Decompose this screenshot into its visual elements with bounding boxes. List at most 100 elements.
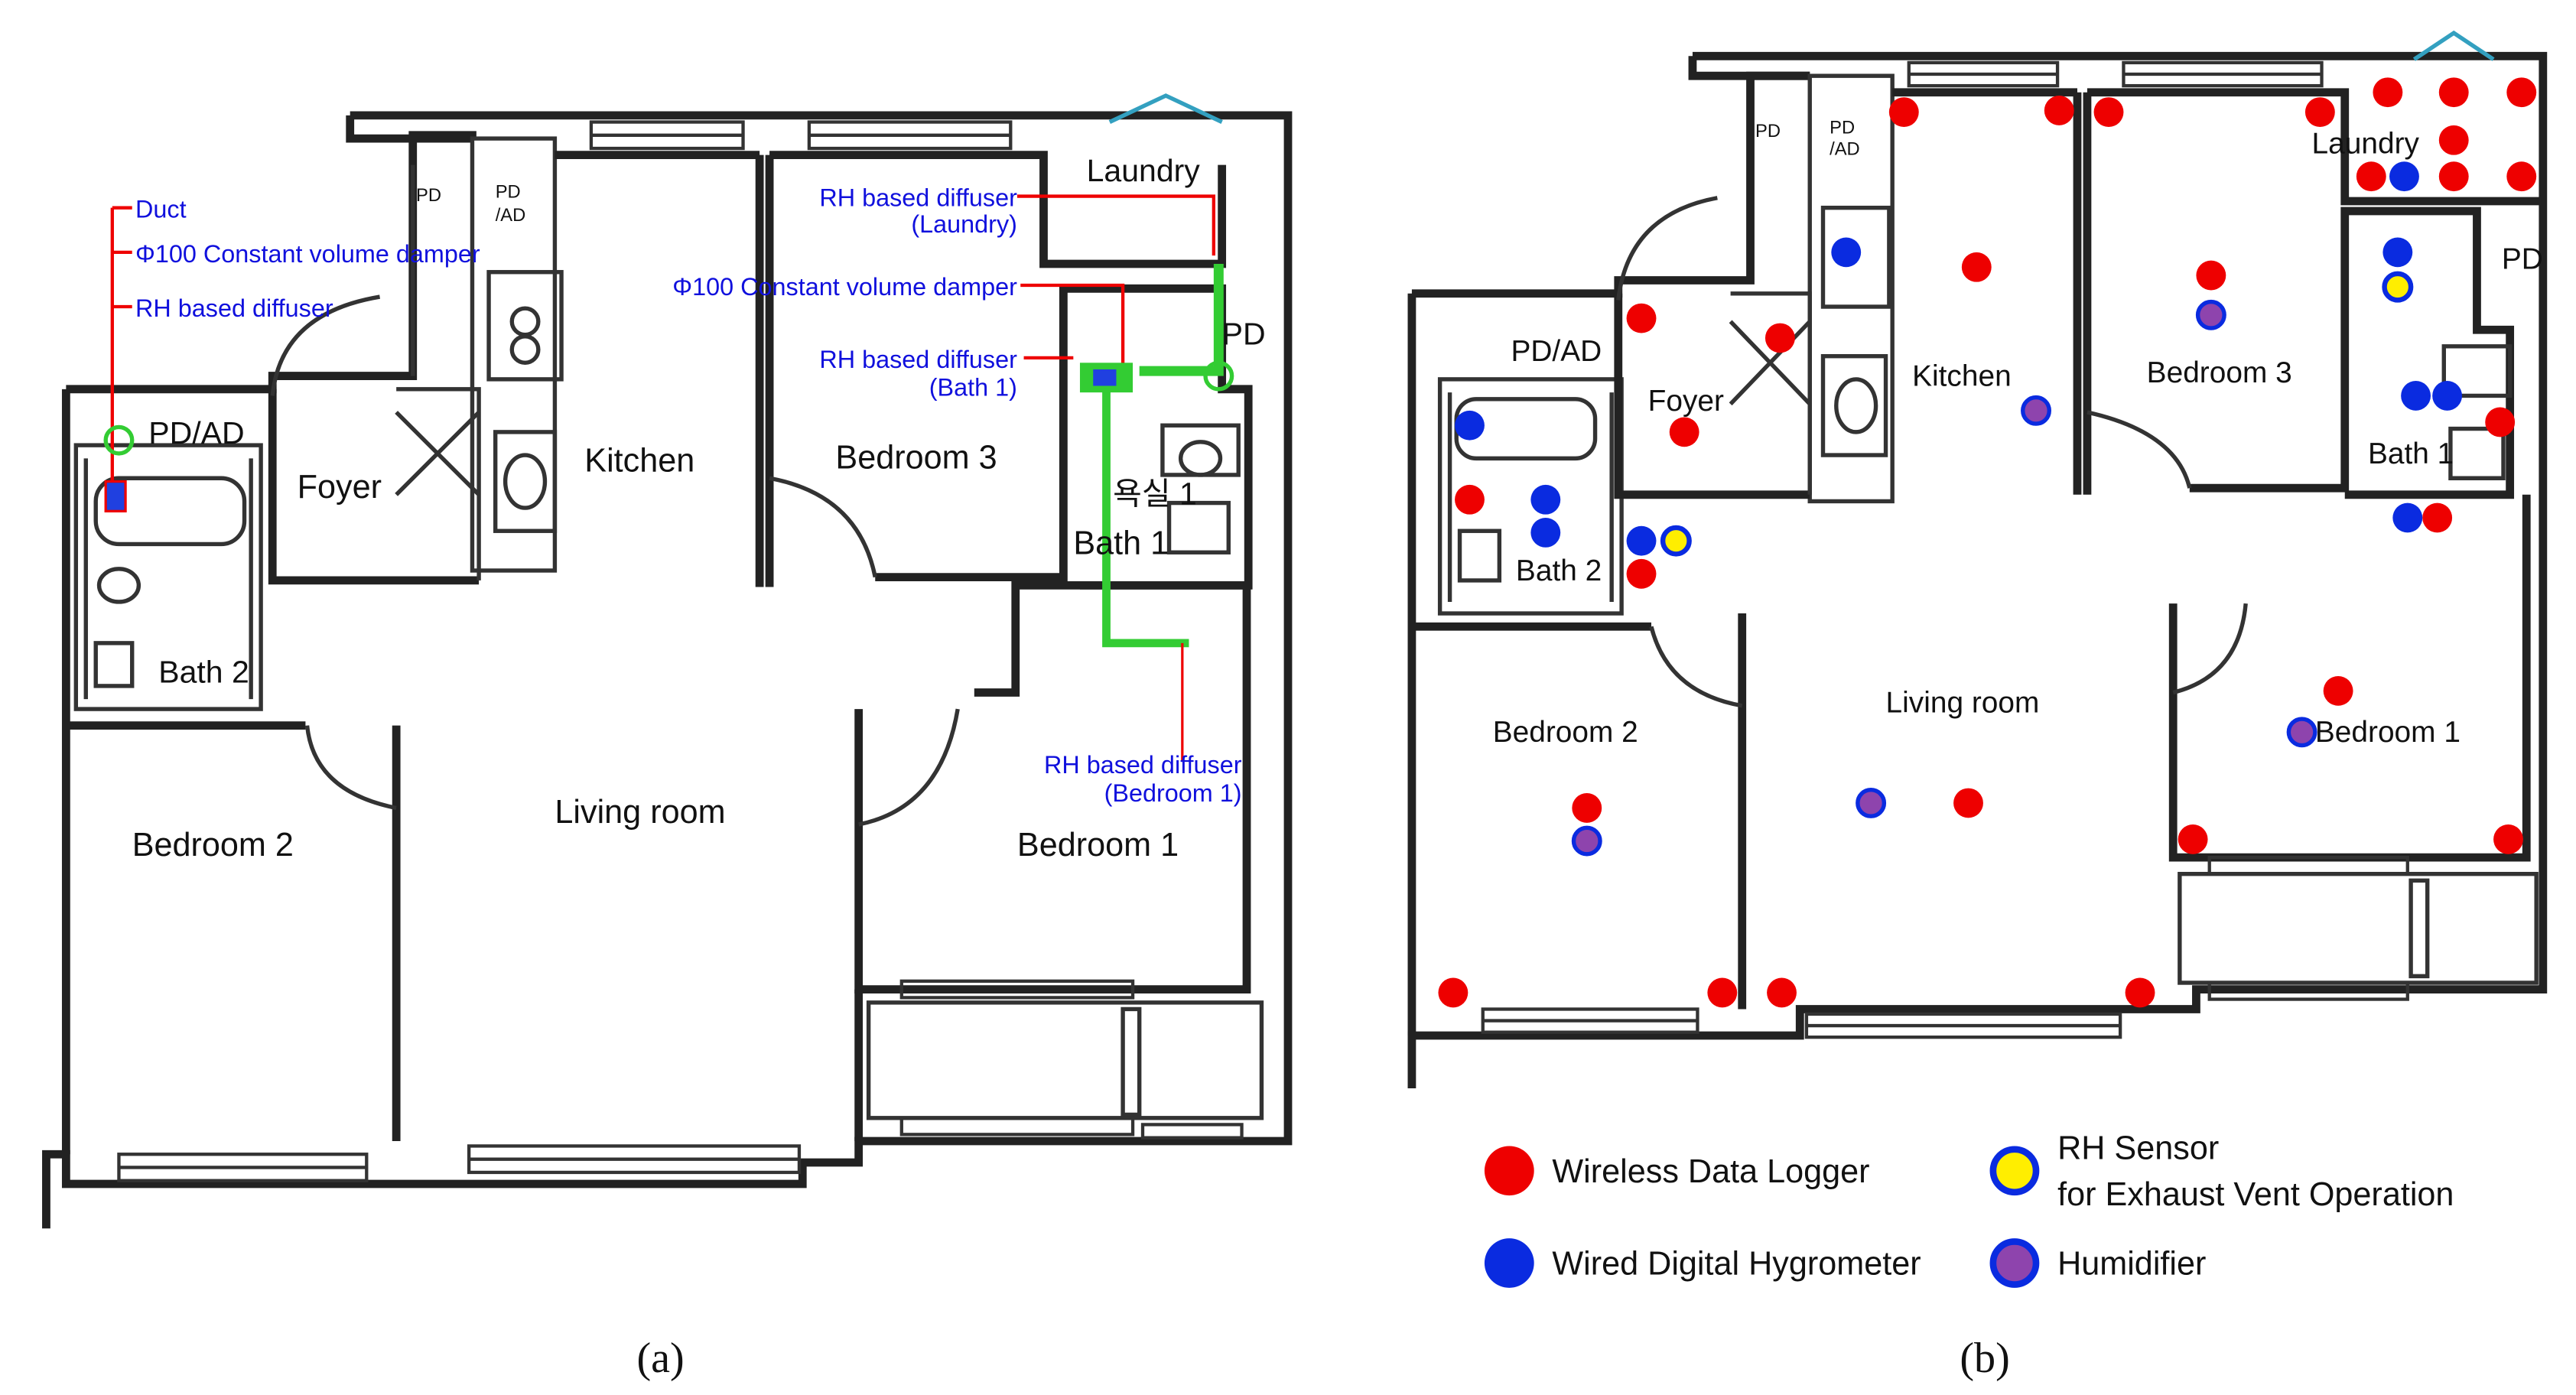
legend-wired-label: Wired Digital Hygrometer	[1552, 1246, 1921, 1283]
caption-b: (b)	[1960, 1335, 2009, 1382]
room-label-pd-ad-top-a-2: /AD	[496, 206, 526, 226]
wireless-logger-marker	[2485, 407, 2516, 437]
room-label-pd-right-a: PD	[1222, 317, 1266, 352]
annotation-diffuser-left: RH based diffuser	[135, 294, 333, 322]
room-label-laundry-a: Laundry	[1087, 153, 1201, 188]
wireless-logger-marker	[2506, 77, 2537, 108]
wired-hygrometer-marker	[1831, 237, 1862, 268]
wired-hygrometer-marker	[1530, 517, 1561, 548]
wireless-logger-marker	[2323, 675, 2353, 706]
room-label-living-b: Living room	[1886, 686, 2040, 719]
annotation-damper-right: Φ100 Constant volume damper	[672, 273, 1017, 301]
rh-sensor-marker	[1660, 525, 1692, 557]
wired-hygrometer-marker	[1626, 525, 1657, 556]
wireless-logger-marker	[1961, 252, 1992, 282]
wireless-logger-marker	[2373, 77, 2403, 108]
wired-hygrometer-marker	[1455, 410, 1485, 441]
room-label-bedroom3-b: Bedroom 3	[2147, 356, 2292, 389]
humidifier-marker	[2286, 717, 2317, 748]
humidifier-marker	[2021, 395, 2051, 426]
wireless-logger-marker	[2506, 161, 2537, 192]
room-label-yoksil-a: 욕실 1	[1113, 476, 1197, 512]
room-label-bedroom2-a: Bedroom 2	[132, 827, 294, 863]
wireless-logger-marker	[1626, 303, 1657, 333]
wireless-logger-marker	[1626, 558, 1657, 589]
wireless-logger-marker	[2044, 96, 2074, 125]
wireless-logger-marker	[2196, 260, 2226, 291]
room-label-kitchen-a: Kitchen	[584, 443, 694, 480]
wireless-logger-marker	[1953, 788, 1983, 818]
wired-hygrometer-marker	[2392, 502, 2423, 533]
wired-hygrometer-marker	[2432, 381, 2463, 411]
annotation-diffuser-bath1-2: (Bath 1)	[929, 373, 1017, 401]
annotation-diffuser-bath1: RH based diffuser	[819, 346, 1017, 373]
wired-hygrometer-marker	[1530, 484, 1561, 515]
wireless-logger-marker	[2438, 161, 2469, 192]
annotation-diffuser-bedroom1-2: (Bedroom 1)	[1104, 779, 1242, 807]
wireless-logger-marker	[2493, 824, 2523, 854]
floor-plan-a: PD PD /AD Laundry PD/AD Foyer Kitchen Be…	[42, 93, 1293, 1382]
legend-humidifier-label: Humidifier	[2057, 1246, 2206, 1283]
room-label-pd-ad-top-b: PD	[1830, 119, 1855, 138]
legend-humidifier-swatch	[1989, 1238, 2040, 1288]
wireless-logger-marker	[1455, 484, 1485, 515]
room-label-pd-ad-top-a: PD	[496, 183, 521, 203]
legend-wired-swatch	[1484, 1238, 1534, 1288]
wired-hygrometer-marker	[2382, 237, 2413, 268]
duct-annotations-a	[103, 194, 1234, 763]
legend-wireless-swatch	[1484, 1146, 1534, 1196]
wireless-logger-marker	[1767, 977, 1797, 1008]
room-label-bath2-a: Bath 2	[158, 655, 249, 690]
wireless-logger-marker	[1707, 977, 1738, 1008]
wired-hygrometer-marker	[2389, 161, 2419, 192]
wireless-logger-marker	[1572, 793, 1602, 823]
room-label-pd-ad-bath-a: PD/AD	[148, 415, 244, 450]
wireless-logger-marker	[2178, 824, 2208, 854]
room-label-pd-right-b: PD	[2502, 242, 2543, 275]
floor-plan-b: PD PD /AD Laundry PD/AD Foyer Kitchen Be…	[1407, 30, 2548, 1382]
room-label-foyer-a: Foyer	[298, 469, 382, 506]
room-label-pd-ad-bath-b: PD/AD	[1511, 335, 1602, 368]
room-label-bath2-b: Bath 2	[1516, 554, 1602, 587]
caption-a: (a)	[636, 1335, 684, 1382]
wired-hygrometer-marker	[2401, 381, 2431, 411]
wireless-logger-marker	[2438, 77, 2469, 108]
annotation-diffuser-laundry: RH based diffuser	[819, 184, 1017, 212]
wireless-logger-marker	[2304, 97, 2335, 128]
sensor-markers	[1438, 77, 2537, 1008]
wireless-logger-marker	[2356, 161, 2386, 192]
room-label-bath1-b: Bath 1	[2368, 437, 2454, 470]
wireless-logger-marker	[2125, 977, 2155, 1008]
room-label-foyer-b: Foyer	[1648, 385, 1724, 418]
room-label-pd-left-b: PD	[1755, 122, 1781, 141]
wireless-logger-marker	[1669, 417, 1699, 447]
humidifier-marker	[2195, 299, 2226, 330]
room-label-pd-left-a: PD	[416, 186, 441, 206]
wireless-logger-marker	[2093, 97, 2124, 128]
rh-sensor-marker	[2382, 271, 2414, 303]
wireless-logger-marker	[1888, 97, 1919, 128]
wireless-logger-marker	[2422, 502, 2453, 533]
humidifier-marker	[1856, 788, 1887, 818]
room-label-living-a: Living room	[555, 794, 725, 831]
room-label-kitchen-b: Kitchen	[1912, 360, 2012, 393]
legend-rh-sensor-label: RH Sensor	[2057, 1130, 2219, 1167]
room-label-bedroom2-b: Bedroom 2	[1493, 716, 1638, 749]
room-label-pd-ad-top-b-2: /AD	[1830, 140, 1860, 160]
annotation-diffuser-bedroom1: RH based diffuser	[1044, 751, 1242, 779]
legend-wireless-label: Wireless Data Logger	[1552, 1153, 1869, 1190]
humidifier-marker	[1571, 825, 1602, 857]
annotation-diffuser-laundry-2: (Laundry)	[911, 210, 1017, 238]
room-label-laundry-b: Laundry	[2312, 128, 2420, 161]
wireless-logger-marker	[1764, 323, 1795, 353]
legend: Wireless Data Logger Wired Digital Hygro…	[1484, 1130, 2454, 1288]
wireless-logger-marker	[2438, 125, 2469, 155]
legend-rh-sensor-swatch	[1989, 1146, 2040, 1196]
room-label-bedroom3-a: Bedroom 3	[835, 439, 997, 476]
legend-rh-sensor-label-2: for Exhaust Vent Operation	[2057, 1176, 2454, 1213]
annotation-damper-left: Φ100 Constant volume damper	[135, 240, 480, 268]
room-label-bedroom1-b: Bedroom 1	[2315, 716, 2461, 749]
annotation-duct: Duct	[135, 196, 187, 223]
room-label-bath1-a: Bath 1	[1073, 525, 1169, 561]
